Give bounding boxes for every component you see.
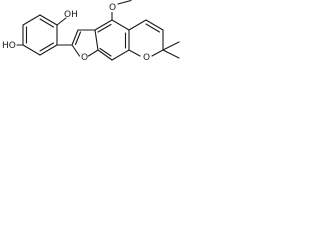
- double-bond: [99, 47, 112, 57]
- bond-methoxy-methyl: [117, 0, 132, 5]
- bond: [128, 49, 141, 57]
- atom-label-hydroxyl-top: OH: [64, 10, 78, 20]
- bond: [151, 49, 164, 57]
- bond: [39, 44, 58, 56]
- double-bond: [39, 18, 55, 28]
- bond-methyl: [162, 49, 180, 59]
- double-bond: [39, 42, 55, 52]
- furan-ring: [71, 29, 99, 57]
- bond: [22, 14, 41, 26]
- double-bond: [74, 31, 82, 46]
- double-bond: [97, 23, 112, 33]
- bond: [97, 49, 113, 61]
- bond: [111, 19, 130, 31]
- atom-label-hydroxyl-left: HO: [2, 41, 16, 51]
- resorcinol-ring: [22, 14, 58, 56]
- bond: [71, 44, 81, 57]
- bond: [71, 29, 79, 46]
- chemical-structure-diagram: HO OH O O O: [2, 0, 180, 63]
- atom-label-furan-oxygen: O: [81, 53, 88, 63]
- bond: [22, 44, 41, 56]
- central-benzene-ring: [94, 19, 130, 61]
- structure-canvas: HO OH O O O: [0, 0, 212, 82]
- bond: [145, 19, 164, 31]
- bond-hydroxyl-top: [56, 17, 67, 26]
- bond: [39, 14, 58, 26]
- bond: [94, 29, 99, 51]
- double-bond: [145, 23, 161, 33]
- bond-methyl: [162, 41, 180, 51]
- pyran-ring: [128, 19, 164, 57]
- atom-label-pyran-oxygen: O: [143, 53, 150, 63]
- bond: [94, 19, 113, 31]
- atom-label-methoxy-oxygen: O: [109, 3, 116, 13]
- bond: [87, 49, 99, 57]
- bond: [128, 19, 147, 31]
- bond: [111, 49, 130, 61]
